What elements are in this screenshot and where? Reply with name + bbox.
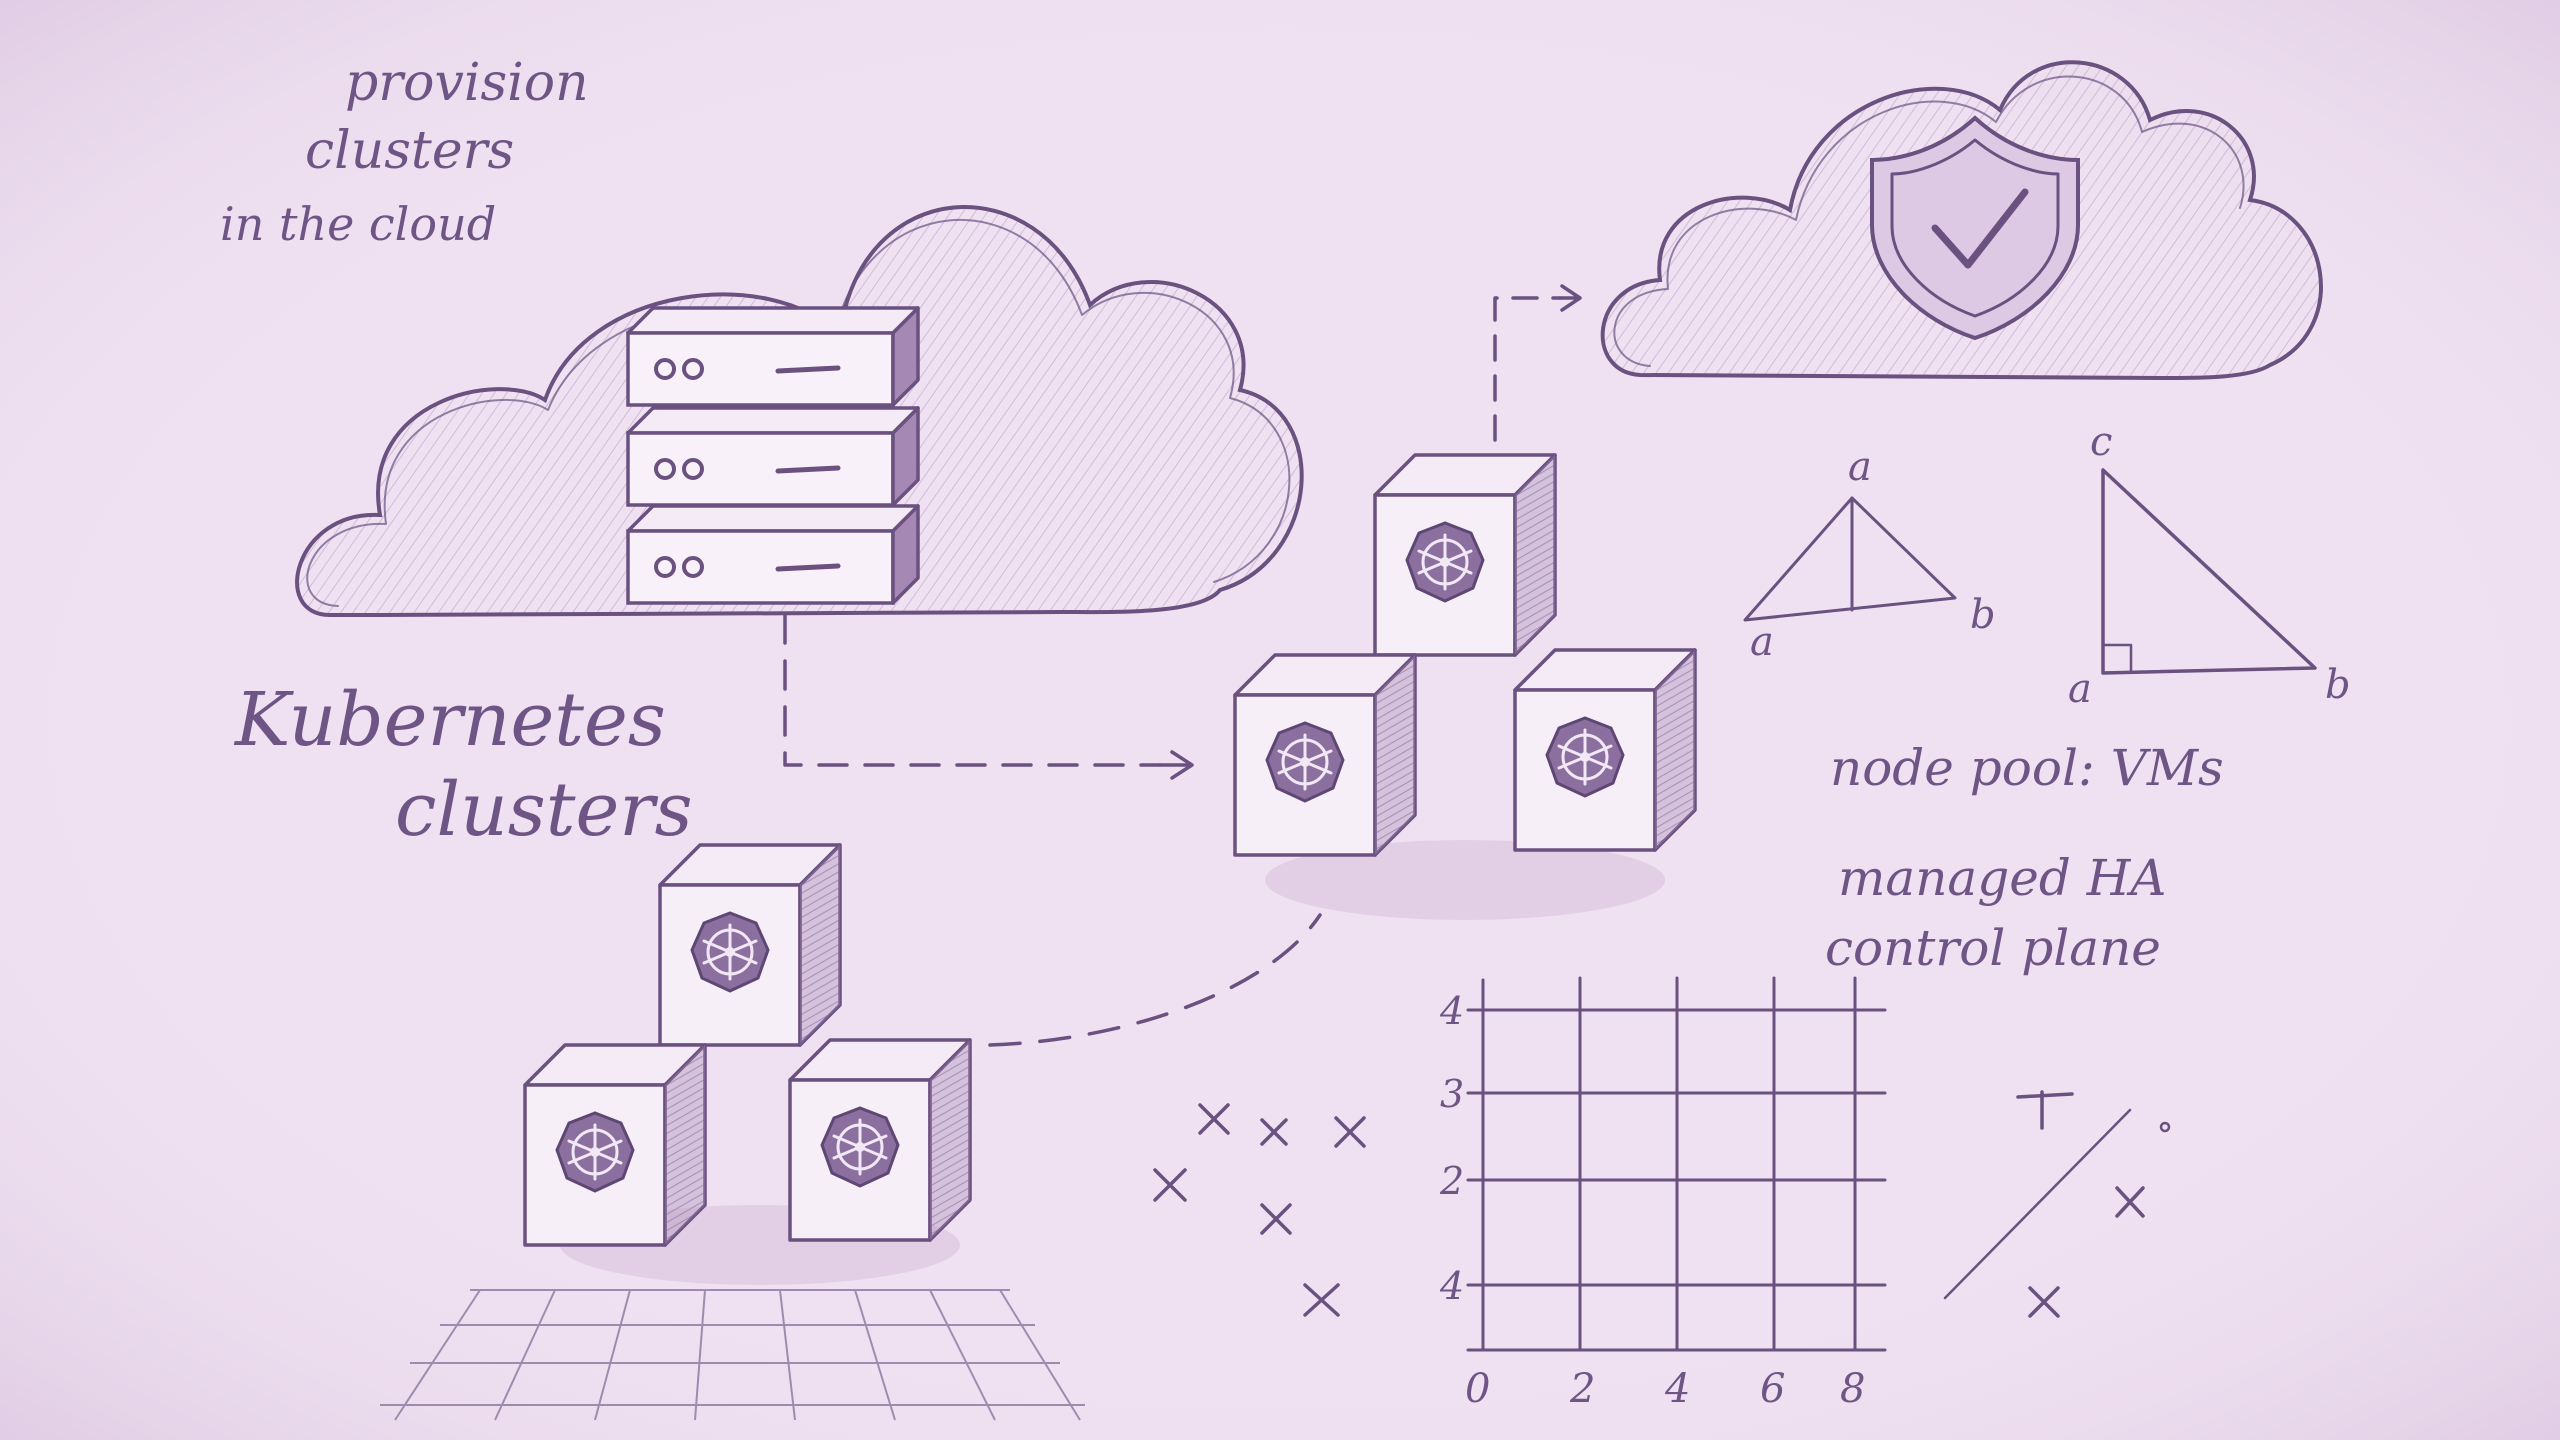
triangle-left-bottom-right-label: b: [1970, 592, 1996, 638]
managed-line-2: control plane: [1825, 919, 2161, 977]
kubernetes-helm-icon: [788, 1038, 972, 1242]
grid-x-tick-label: 2: [1569, 1366, 1595, 1412]
kubernetes-helm-icon: [523, 1043, 707, 1247]
grid-y-tick-label: 3: [1440, 1072, 1464, 1116]
triangle-right-bottom-right-label: b: [2325, 662, 2351, 708]
provision-label: provision clusters in the cloud: [220, 53, 589, 251]
grid-x-tick-label: 0: [1465, 1366, 1490, 1412]
connectors: [783, 284, 1582, 1047]
kubernetes-helm-icon: [658, 843, 842, 1047]
provision-line-3: in the cloud: [220, 197, 496, 251]
kubernetes-line-2: clusters: [395, 767, 693, 853]
grid-x-tick-label: 4: [1664, 1366, 1690, 1412]
sketch-grid-chart: 0 2 4 6 8 4 3 2 4: [1439, 976, 1887, 1412]
kubernetes-helm-icon: [1233, 653, 1417, 857]
triangle-right: c a b: [2068, 419, 2351, 712]
server-rack-icon: [628, 308, 918, 603]
kubernetes-helm-icon: [1513, 648, 1697, 852]
managed-line-1: managed HA: [1838, 849, 2166, 907]
triangle-left-top-label: a: [1848, 444, 1872, 490]
scatter-right: [1943, 1090, 2171, 1318]
triangle-right-bottom-left-label: a: [2068, 666, 2092, 712]
provision-line-2: clusters: [305, 121, 514, 181]
grid-x-tick-label: 6: [1760, 1366, 1785, 1412]
triangle-left-bottom-left-label: a: [1750, 619, 1774, 665]
triangle-left: a a b: [1743, 444, 1996, 665]
node-pool-label: node pool: VMs: [1830, 739, 2224, 797]
kubernetes-cube-cluster-left: [523, 843, 972, 1285]
kubernetes-cube-cluster-center: [1233, 453, 1697, 920]
kubernetes-helm-icon: [1373, 453, 1557, 657]
grid-x-tick-label: 8: [1840, 1366, 1865, 1412]
triangle-right-top-label: c: [2090, 419, 2112, 465]
grid-y-tick-label: 4: [1439, 1264, 1464, 1308]
shield-check-icon: [1870, 115, 2080, 341]
grid-y-tick-label: 2: [1439, 1159, 1464, 1203]
kubernetes-clusters-label: Kubernetes clusters: [233, 677, 693, 853]
provision-line-1: provision: [345, 53, 589, 113]
kubernetes-line-1: Kubernetes: [233, 677, 666, 763]
grid-y-tick-label: 4: [1439, 989, 1464, 1033]
floor-grid: [380, 1289, 1085, 1421]
scatter-crosses-left: [1153, 1103, 1366, 1317]
